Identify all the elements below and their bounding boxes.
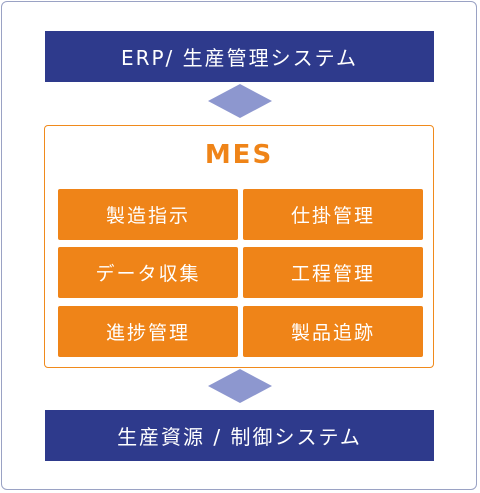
double-arrow-icon xyxy=(208,369,272,403)
production-resource-control-system-label: 生産資源 / 制御システム xyxy=(117,425,362,449)
mes-function-label: 仕掛管理 xyxy=(290,205,375,227)
mes-function-process-management: 工程管理 xyxy=(243,247,423,298)
mes-function-label: 進捗管理 xyxy=(105,322,190,344)
mes-function-manufacturing-instruction: 製造指示 xyxy=(58,189,238,240)
mes-box: MES 製造指示 仕掛管理 データ収集 工程管理 進捗管理 製品追跡 xyxy=(44,125,434,368)
erp-system-label: ERP/ 生産管理システム xyxy=(120,46,359,70)
mes-function-label: 製品追跡 xyxy=(290,322,375,344)
mes-function-product-tracking: 製品追跡 xyxy=(243,306,423,357)
mes-function-label: データ収集 xyxy=(95,263,201,285)
mes-function-label: 製造指示 xyxy=(105,205,190,227)
mes-function-progress-management: 進捗管理 xyxy=(58,306,238,357)
double-arrow-icon xyxy=(208,84,272,118)
mes-function-data-collection: データ収集 xyxy=(58,247,238,298)
mes-function-label: 工程管理 xyxy=(290,263,375,285)
mes-title: MES xyxy=(204,140,274,170)
erp-system-box: ERP/ 生産管理システム xyxy=(45,31,434,82)
mes-function-wip-management: 仕掛管理 xyxy=(243,189,423,240)
production-resource-control-system-box: 生産資源 / 制御システム xyxy=(45,410,434,461)
